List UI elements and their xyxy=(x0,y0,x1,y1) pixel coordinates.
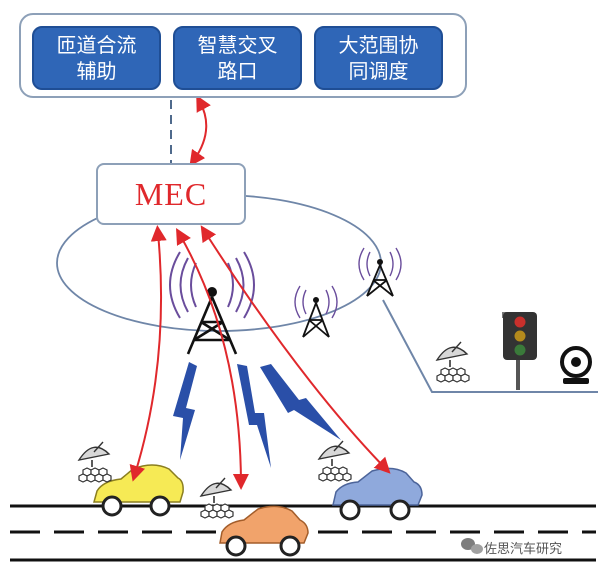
service-ramp-merge: 匝道合流 辅助 xyxy=(32,26,161,90)
watermark: 佐思汽车研究 xyxy=(462,538,562,557)
service-label: 智慧交叉 xyxy=(197,33,278,57)
link-arrow-yellow-car xyxy=(129,225,167,482)
service-smart-intersection: 智慧交叉 路口 xyxy=(173,26,302,90)
traffic-light-icon xyxy=(502,312,537,390)
service-label: 匝道合流 xyxy=(56,33,137,57)
car-orange-icon xyxy=(219,505,309,557)
service-label: 路口 xyxy=(217,59,258,83)
service-label: 辅助 xyxy=(76,59,117,83)
car-blue-icon xyxy=(332,467,423,521)
roadside-cable xyxy=(382,299,598,393)
link-arrow-blue-car xyxy=(200,225,391,474)
mec-label: MEC xyxy=(134,175,208,212)
wechat-icon xyxy=(461,538,483,554)
service-link-arrow xyxy=(189,94,211,167)
v2x-link-arrows xyxy=(129,225,391,490)
camera-icon xyxy=(560,346,592,384)
mec-server: MEC xyxy=(96,163,246,225)
service-wide-area-coordination: 大范围协 同调度 xyxy=(314,26,443,90)
wireless-link-icon xyxy=(173,362,341,468)
watermark-text: 佐思汽车研究 xyxy=(484,542,563,557)
service-label: 大范围协 xyxy=(338,33,419,57)
services-panel: 匝道合流 辅助 智慧交叉 路口 大范围协 同调度 xyxy=(19,13,467,98)
service-label: 同调度 xyxy=(348,59,409,83)
